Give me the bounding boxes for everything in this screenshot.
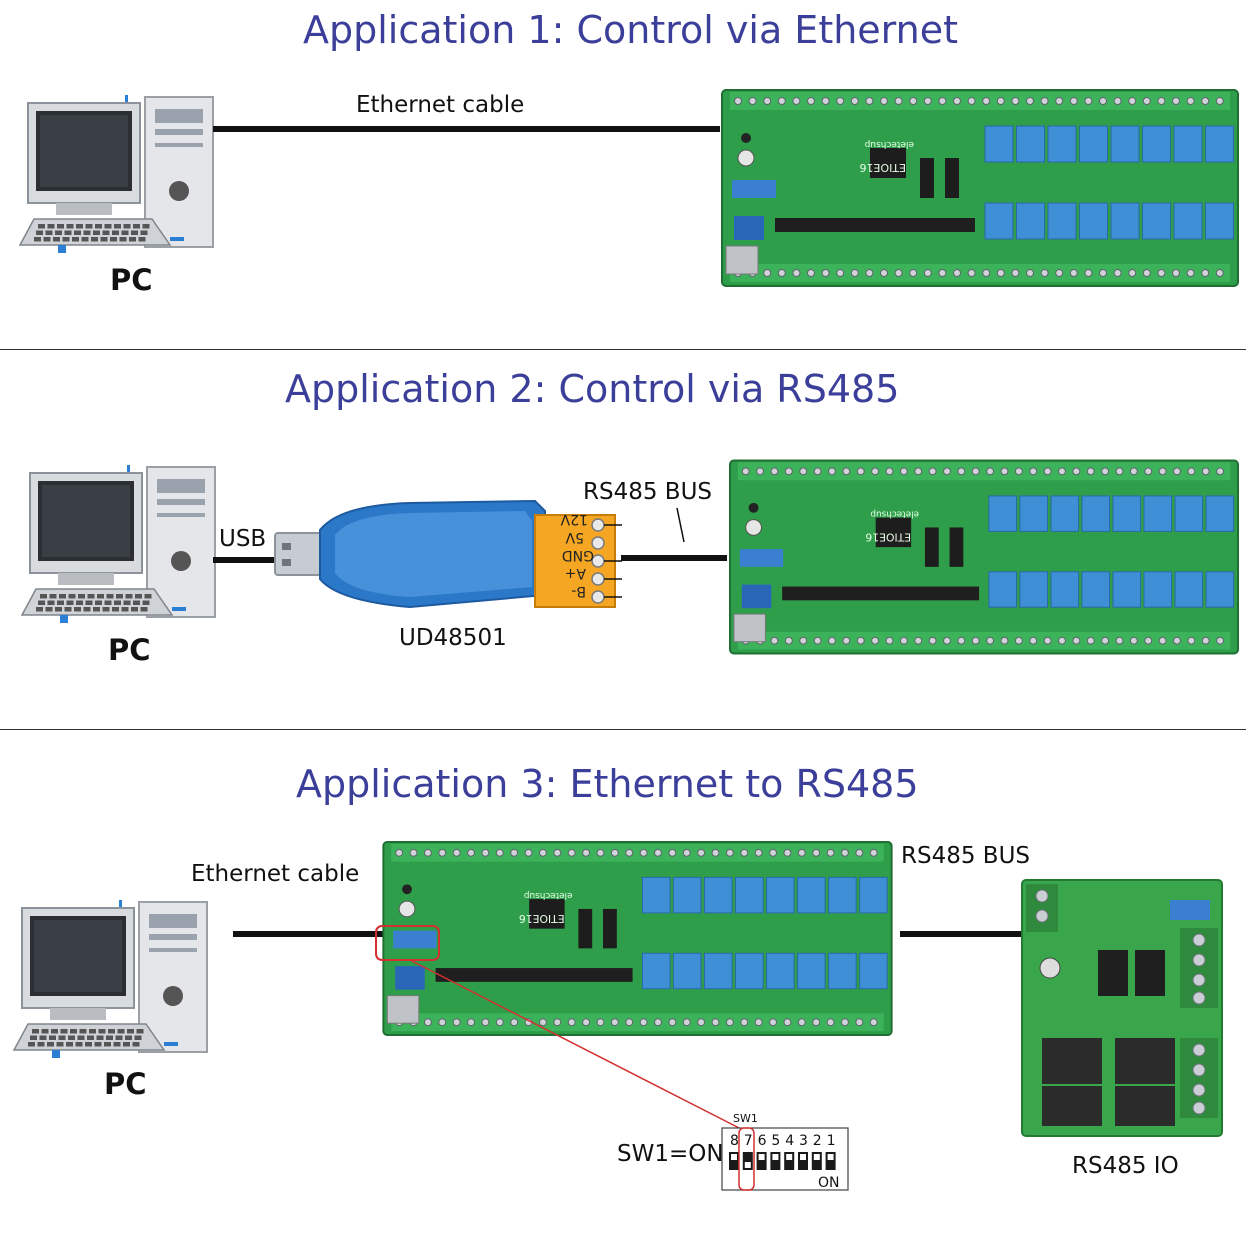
terminal-label-a: A+ <box>565 565 586 581</box>
board-brand-text: eletechsup <box>870 509 919 519</box>
ethernet-cable-1 <box>213 126 720 132</box>
sw1-number: 5 <box>771 1133 780 1149</box>
terminal-label-gnd: GND <box>562 547 594 563</box>
sw1-caption: SW1=ON <box>617 1141 724 1167</box>
terminal-label-5v: 5V <box>565 529 584 545</box>
sw1-number: 4 <box>785 1133 794 1149</box>
relay-board-2: ETIOE16 eletechsup <box>728 459 1240 655</box>
sw1-number: 6 <box>758 1133 767 1149</box>
ethernet-cable-label-1: Ethernet cable <box>356 92 525 118</box>
rs485-bus-cable-2 <box>900 931 1028 937</box>
sw1-key <box>756 1152 767 1170</box>
board-brand-text: eletechsup <box>864 139 914 149</box>
pc-label-2: PC <box>108 633 151 667</box>
rs485-io-label: RS485 IO <box>1072 1153 1179 1179</box>
usb-cable <box>213 557 275 563</box>
rs485-bus-cable-1 <box>621 555 727 561</box>
sw1-key <box>729 1152 739 1170</box>
relay-board-1: ETIOE16 eletechsup <box>721 89 1239 287</box>
usb-label: USB <box>219 526 267 552</box>
rs485-bus-pointer-1 <box>676 507 685 543</box>
sw1-number: 7 <box>744 1133 753 1149</box>
pc-icon-2 <box>20 465 216 623</box>
ethernet-cable-label-3: Ethernet cable <box>191 861 360 887</box>
section-divider-2 <box>0 729 1246 730</box>
pc-label-1: PC <box>110 263 153 297</box>
relay-board-3: ETIOE16 eletechsup <box>382 840 893 1037</box>
board-model-text: ETIOE16 <box>865 530 911 543</box>
sw1-number: 1 <box>827 1133 836 1149</box>
sw1-on-label: ON <box>818 1175 840 1191</box>
pc-icon-3 <box>12 900 208 1058</box>
section-1-title: Application 1: Control via Ethernet <box>303 8 958 52</box>
board-brand-text: eletechsup <box>523 890 572 900</box>
terminal-label-b: B- <box>571 583 586 599</box>
rs485-bus-label-2: RS485 BUS <box>901 843 1031 869</box>
sw1-key <box>784 1152 795 1170</box>
ethernet-cable-3 <box>233 931 383 937</box>
section-2-title: Application 2: Control via RS485 <box>285 367 900 411</box>
converter-name-label: UD48501 <box>399 625 507 651</box>
usb-rs485-converter: 12V 5V GND A+ B- <box>274 499 622 609</box>
sw1-number: 3 <box>799 1133 808 1149</box>
sw1-key <box>825 1152 836 1170</box>
board-model-text: ETIOE16 <box>859 161 906 174</box>
rs485-io-module <box>1021 879 1223 1137</box>
sw1-key <box>742 1152 753 1170</box>
section-3-title: Application 3: Ethernet to RS485 <box>296 762 919 806</box>
sw1-key <box>811 1152 822 1170</box>
sw1-key <box>770 1152 781 1170</box>
pc-label-3: PC <box>104 1067 147 1101</box>
board-model-text: ETIOE16 <box>519 912 565 925</box>
rs485-bus-label-1: RS485 BUS <box>583 479 713 505</box>
sw1-number: 8 <box>730 1133 739 1149</box>
pc-icon-1 <box>18 95 214 253</box>
terminal-label-12v: 12V <box>560 511 588 527</box>
sw1-key <box>798 1152 808 1170</box>
section-divider-1 <box>0 349 1246 350</box>
sw1-header: SW1 <box>733 1112 758 1125</box>
sw1-number: 2 <box>813 1133 822 1149</box>
